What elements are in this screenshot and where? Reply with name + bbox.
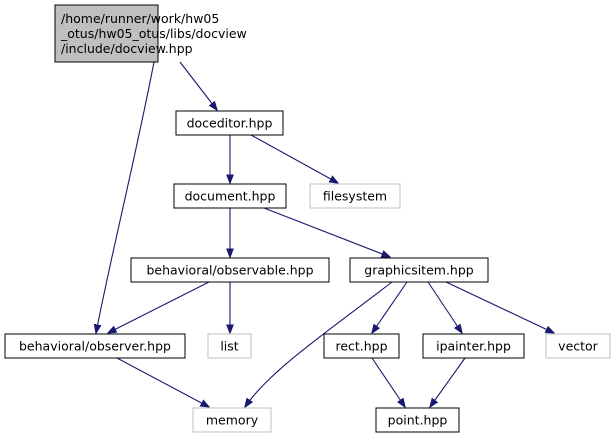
node-docview-label: _otus/hw05_otus/libs/docview [60,26,247,41]
edge-doceditor-to-filesystem [250,134,338,183]
node-rect[interactable]: rect.hpp [323,333,400,359]
node-point[interactable]: point.hpp [375,407,460,433]
node-memory: memory [192,407,272,433]
node-observable[interactable]: behavioral/observable.hpp [130,257,330,283]
edge-observer-to-memory [116,357,209,407]
node-graphicsitem-box [349,257,489,283]
node-ipainter[interactable]: ipainter.hpp [422,333,525,359]
node-list-label: list [220,339,238,354]
node-list-box [207,333,252,359]
edge-graphicsitem-to-vector [445,281,554,333]
node-ipainter-box [422,333,525,359]
node-document-label: document.hpp [185,189,276,204]
edge-graphicsitem-to-rect [372,281,408,333]
node-list: list [207,333,252,359]
edge-graphicsitem-to-ipainter [427,281,462,333]
node-docview-label: /include/docview.hpp [61,41,193,56]
node-rect-box [323,333,400,359]
node-observable-label: behavioral/observable.hpp [146,263,313,278]
node-memory-label: memory [206,413,259,428]
node-vector-box [545,333,611,359]
node-observer[interactable]: behavioral/observer.hpp [4,333,186,359]
edge-graphicsitem-to-memory [245,281,393,407]
node-doceditor[interactable]: doceditor.hpp [175,110,284,136]
node-docview[interactable]: /home/runner/work/hw05_otus/hw05_otus/li… [54,4,247,63]
node-vector: vector [545,333,611,359]
nodes-layer: /home/runner/work/hw05_otus/hw05_otus/li… [4,4,611,433]
node-docview-label: /home/runner/work/hw05 [61,11,219,26]
node-doceditor-box [175,110,284,136]
edge-ipainter-to-point [430,357,466,407]
node-filesystem-label: filesystem [323,189,387,204]
node-graphicsitem-label: graphicsitem.hpp [364,263,474,278]
node-filesystem: filesystem [309,183,401,209]
node-vector-label: vector [558,339,599,354]
node-observer-label: behavioral/observer.hpp [19,339,171,354]
node-point-box [375,407,460,433]
node-document-box [173,183,287,209]
edge-rect-to-point [371,357,405,407]
node-observer-box [4,333,186,359]
edges-layer [96,61,554,407]
node-memory-box [192,407,272,433]
node-doceditor-label: doceditor.hpp [187,116,273,131]
node-docview-box [54,4,159,63]
node-filesystem-box [309,183,401,209]
node-ipainter-label: ipainter.hpp [436,339,511,354]
edge-docview-to-observer [96,61,155,333]
edge-observable-to-observer [108,281,210,333]
node-point-label: point.hpp [388,413,448,428]
edge-document-to-graphicsitem [263,207,390,257]
node-observable-box [130,257,330,283]
node-graphicsitem[interactable]: graphicsitem.hpp [349,257,489,283]
node-rect-label: rect.hpp [335,339,387,354]
node-document[interactable]: document.hpp [173,183,287,209]
edge-docview-to-doceditor [179,61,217,110]
